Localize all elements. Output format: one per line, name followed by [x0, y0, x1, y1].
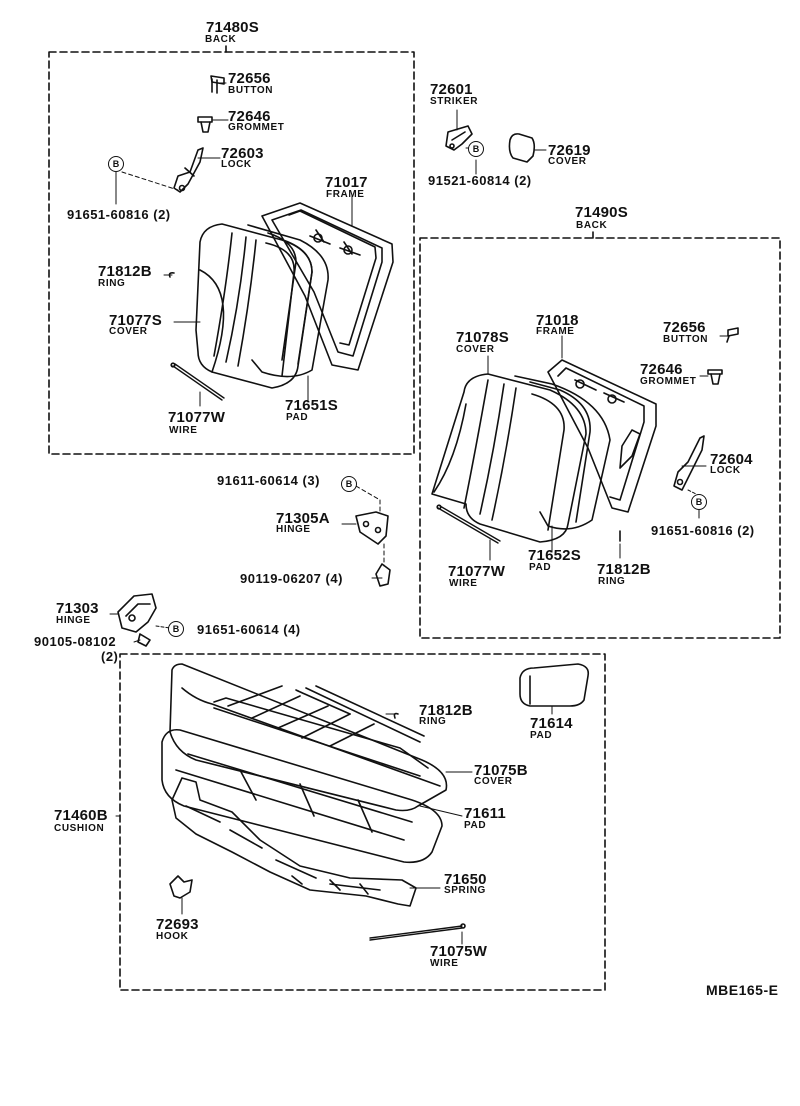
label-71018-name: FRAME	[536, 326, 575, 337]
label-71650-part-no: 71650	[444, 871, 487, 888]
group-left-back-part-no: 71480S	[206, 19, 259, 36]
label-72646-left-part-no: 72646	[228, 108, 271, 125]
label-72604-part-no: 72604	[710, 451, 753, 468]
label-71611-part-no: 71611	[464, 805, 506, 822]
label-90105-08102: 90105-08102	[34, 634, 117, 649]
cushion-pad-71611	[161, 728, 443, 864]
label-72601-part-no: 72601	[430, 81, 473, 98]
left-seatback-cover-71077s	[195, 223, 313, 389]
right-seatback-cover-71078s	[431, 373, 587, 543]
label-72656-left-name: BUTTON	[228, 85, 274, 96]
label-71078s-name: COVER	[456, 344, 495, 355]
hinge-71303	[117, 593, 157, 647]
label-91521-60814: 91521-60814 (2)	[428, 173, 532, 188]
label-72656-right-part-no: 72656	[663, 319, 706, 336]
label-71812b-right-part-no: 71812B	[597, 561, 651, 578]
left-back-group-box	[48, 51, 415, 455]
hook-72693	[169, 875, 193, 899]
cushion-spring-71650	[171, 777, 417, 907]
label-90105-08102-qty: (2)	[101, 649, 119, 664]
label-71303-name: HINGE	[56, 615, 91, 626]
bolt-marker-right-lock: B	[691, 494, 707, 510]
group-cushion-part-no: 71460B	[54, 807, 108, 824]
cushion-cover-71075b	[169, 663, 448, 812]
label-71077s-part-no: 71077S	[109, 312, 162, 329]
label-72603-name: LOCK	[221, 159, 252, 170]
left-seatback-frame-71017	[261, 202, 394, 371]
group-left-back-name: BACK	[205, 34, 237, 45]
label-71303-part-no: 71303	[56, 600, 99, 617]
label-72601-name: STRIKER	[430, 96, 479, 107]
label-71614-name: PAD	[530, 730, 553, 741]
label-71017-name: FRAME	[326, 189, 365, 200]
label-71812b-cushion-name: RING	[419, 716, 447, 727]
label-71611-name: PAD	[464, 820, 487, 831]
label-72604-name: LOCK	[710, 465, 741, 476]
label-71305a-part-no: 71305A	[276, 510, 330, 527]
label-71812b-left-part-no: 71812B	[98, 263, 152, 280]
right-seatback-pad-71652s	[514, 375, 611, 530]
label-91611-60614: 91611-60614 (3)	[217, 473, 320, 488]
label-72646-right-name: GROMMET	[640, 376, 697, 387]
label-91651-60816-right: 91651-60816 (2)	[651, 523, 755, 538]
label-71812b-left-name: RING	[98, 278, 126, 289]
label-71077s-name: COVER	[109, 326, 148, 337]
label-71652s-name: PAD	[529, 562, 552, 573]
label-72646-left-name: GROMMET	[228, 122, 285, 133]
label-72619-name: COVER	[548, 156, 587, 167]
group-cushion-name: CUSHION	[54, 823, 105, 834]
label-71652s-part-no: 71652S	[528, 547, 581, 564]
label-71075w-name: WIRE	[430, 958, 459, 969]
label-72646-right-part-no: 72646	[640, 361, 683, 378]
label-71075b-part-no: 71075B	[474, 762, 528, 779]
striker-72601	[445, 125, 473, 151]
label-71077w-right-name: WIRE	[449, 578, 478, 589]
label-71018-part-no: 71018	[536, 312, 579, 329]
label-71305a-name: HINGE	[276, 524, 311, 535]
pad-71614	[519, 663, 590, 707]
label-72656-left-part-no: 72656	[228, 70, 271, 87]
label-71078s-part-no: 71078S	[456, 329, 509, 346]
label-71017-part-no: 71017	[325, 174, 368, 191]
bolt-marker-left-lock: B	[108, 156, 124, 172]
label-71075b-name: COVER	[474, 776, 513, 787]
bolt-marker-striker: B	[468, 141, 484, 157]
label-72693-name: HOOK	[156, 931, 189, 942]
label-71651s-name: PAD	[286, 412, 309, 423]
cover-72619	[508, 133, 536, 163]
label-91651-60614: 91651-60614 (4)	[197, 622, 301, 637]
label-71651s-part-no: 71651S	[285, 397, 338, 414]
label-72656-right-name: BUTTON	[663, 334, 709, 345]
cushion-group-box	[119, 653, 606, 991]
label-71812b-right-name: RING	[598, 576, 626, 587]
bolt-marker-hinge-lower: B	[168, 621, 184, 637]
label-71075w-part-no: 71075W	[430, 943, 488, 960]
label-71077w-left-part-no: 71077W	[168, 409, 226, 426]
bolt-marker-hinge-upper: B	[341, 476, 357, 492]
group-right-back-name: BACK	[576, 220, 608, 231]
label-72693-part-no: 72693	[156, 916, 199, 933]
right-seatback-frame-71018	[547, 359, 657, 513]
label-71077w-left-name: WIRE	[169, 425, 198, 436]
group-right-back-part-no: 71490S	[575, 204, 628, 221]
hinge-71305a	[355, 511, 391, 587]
label-71077w-right-part-no: 71077W	[448, 563, 506, 580]
diagram-code: MBE165-E	[706, 982, 779, 998]
label-90119-06207: 90119-06207 (4)	[240, 571, 343, 586]
label-71650-name: SPRING	[444, 885, 486, 896]
label-71812b-cushion-part-no: 71812B	[419, 702, 473, 719]
label-91651-60816-left: 91651-60816 (2)	[67, 207, 171, 222]
label-72619-part-no: 72619	[548, 142, 591, 159]
label-71614-part-no: 71614	[530, 715, 573, 732]
right-back-group-box	[419, 237, 781, 639]
label-72603-part-no: 72603	[221, 145, 264, 162]
